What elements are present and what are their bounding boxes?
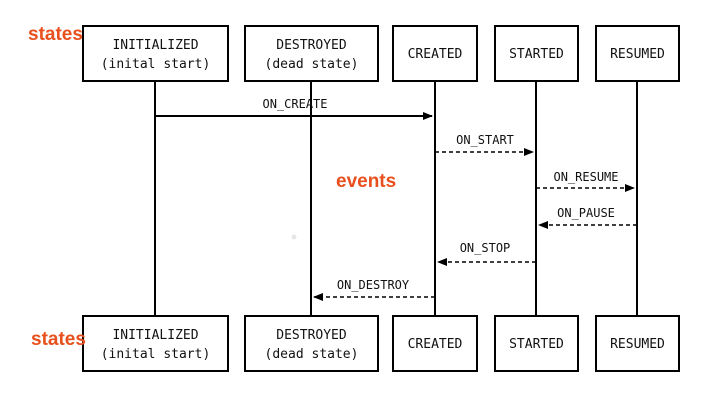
state-box-destroyed-top: DESTROYED (dead state) xyxy=(244,25,379,82)
state-name: CREATED xyxy=(408,337,463,352)
states-annotation-top: states xyxy=(28,24,83,45)
state-box-resumed-bottom: RESUMED xyxy=(595,315,680,372)
event-labels: ON_CREATE ON_START ON_RESUME ON_PAUSE ON… xyxy=(262,97,618,292)
top-states: INITIALIZED (inital start) DESTROYED (de… xyxy=(82,25,680,82)
event-label-on-create: ON_CREATE xyxy=(262,97,327,111)
state-name: RESUMED xyxy=(610,47,665,62)
state-note: (dead state) xyxy=(265,347,359,362)
event-arrows xyxy=(155,112,637,301)
state-note: (inital start) xyxy=(101,347,211,362)
state-box-started-bottom: STARTED xyxy=(494,315,579,372)
state-name: CREATED xyxy=(408,47,463,62)
state-name: INITIALIZED xyxy=(112,328,198,343)
state-box-created-top: CREATED xyxy=(392,25,478,82)
event-label-on-stop: ON_STOP xyxy=(460,241,511,255)
events-annotation: events xyxy=(336,171,396,192)
state-name: RESUMED xyxy=(610,337,665,352)
state-name: STARTED xyxy=(509,47,564,62)
state-name: DESTROYED xyxy=(276,38,347,53)
state-box-initialized-bottom: INITIALIZED (inital start) xyxy=(82,315,229,372)
stray-dot xyxy=(291,234,297,240)
state-box-started-top: STARTED xyxy=(494,25,579,82)
state-name: STARTED xyxy=(509,337,564,352)
lifelines xyxy=(154,81,638,316)
states-annotation-bottom: states xyxy=(31,329,86,350)
bottom-states: INITIALIZED (inital start) DESTROYED (de… xyxy=(82,315,680,372)
state-name: INITIALIZED xyxy=(112,38,198,53)
state-note: (dead state) xyxy=(265,57,359,72)
event-label-on-start: ON_START xyxy=(456,133,514,147)
state-box-created-bottom: CREATED xyxy=(392,315,478,372)
event-label-on-destroy: ON_DESTROY xyxy=(337,278,410,292)
state-box-resumed-top: RESUMED xyxy=(595,25,680,82)
state-box-initialized-top: INITIALIZED (inital start) xyxy=(82,25,229,82)
event-label-on-pause: ON_PAUSE xyxy=(557,206,615,220)
state-note: (inital start) xyxy=(101,57,211,72)
state-name: DESTROYED xyxy=(276,328,347,343)
event-label-on-resume: ON_RESUME xyxy=(553,170,618,184)
state-box-destroyed-bottom: DESTROYED (dead state) xyxy=(244,315,379,372)
